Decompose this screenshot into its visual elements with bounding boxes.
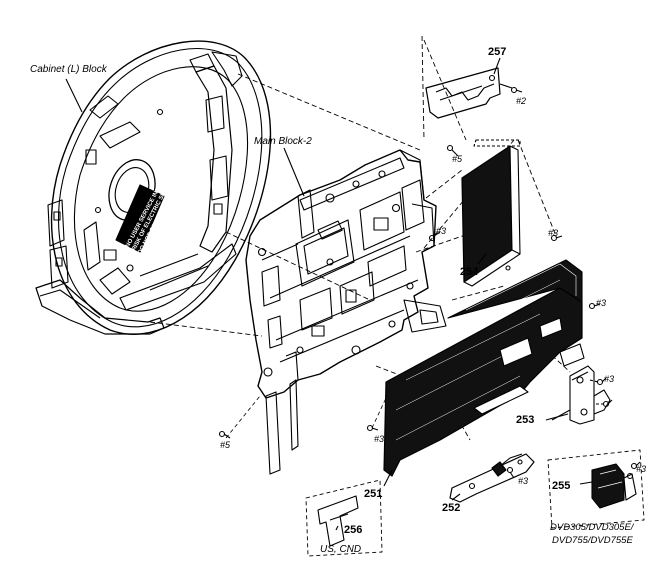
part-257-leader	[493, 57, 501, 75]
part-253	[551, 365, 611, 425]
screw-257	[510, 86, 523, 94]
part-256-leader	[335, 525, 339, 531]
screw-label-253: #3	[604, 374, 615, 384]
cabinet-label-leader	[65, 78, 83, 113]
part-254-leader	[477, 253, 487, 265]
part-number-252: 252	[442, 502, 461, 514]
part-251-leader	[383, 469, 393, 487]
models-label-line2: DVD755/DVD755E	[552, 535, 633, 546]
screw-label-252: #3	[518, 476, 529, 486]
part-252-leader	[451, 493, 461, 501]
screw-label-bottom-left: #5	[220, 440, 231, 450]
screw-label-254: #3	[548, 228, 559, 238]
part-257	[425, 67, 501, 119]
screw-257-leader	[499, 83, 513, 89]
assembly-lines-cabinet	[149, 73, 421, 337]
main-block-label-leader	[283, 147, 305, 197]
screw-255	[630, 461, 641, 470]
main-block-2-label: Main Block-2	[254, 136, 312, 147]
part-number-257: 257	[488, 46, 507, 58]
cabinet-l-block	[35, 40, 272, 335]
part-number-253: 253	[516, 414, 535, 426]
part-number-255: 255	[552, 480, 571, 492]
screw-254	[550, 234, 563, 242]
main-block-2	[245, 149, 447, 475]
part-number-254: 254	[460, 266, 479, 278]
part-251	[383, 259, 585, 477]
screw-label-right: #3	[596, 298, 607, 308]
models-label-line1: DVD305/DVD305E/	[550, 522, 634, 533]
screw-top	[446, 144, 459, 157]
part-254	[461, 139, 521, 287]
screw-bottom-left-dash	[225, 395, 261, 439]
screw-label-bottom-mid: #3	[374, 434, 385, 444]
us-cnd-label: US, CND	[320, 544, 362, 555]
screw-252	[506, 466, 515, 479]
screw-bottom-mid	[366, 424, 379, 432]
screw-label-255: #3	[636, 464, 647, 474]
screw-label-mid: #3	[436, 226, 447, 236]
cabinet-l-block-label: Cabinet (L) Block	[30, 64, 107, 75]
screw-right	[588, 302, 601, 310]
part-253-leader	[545, 413, 569, 421]
part-number-251: 251	[364, 488, 383, 500]
screw-bottom-left	[218, 430, 231, 439]
part-255-callout	[547, 449, 645, 529]
part-number-256: 256	[344, 524, 363, 536]
screw-label-top: #5	[452, 154, 463, 164]
part-256-callout	[305, 479, 383, 557]
screw-mid	[428, 231, 441, 242]
screw-253-dash	[589, 379, 604, 405]
screw-label-257: #2	[516, 96, 527, 106]
screw-bottom-mid-dash	[371, 397, 387, 429]
